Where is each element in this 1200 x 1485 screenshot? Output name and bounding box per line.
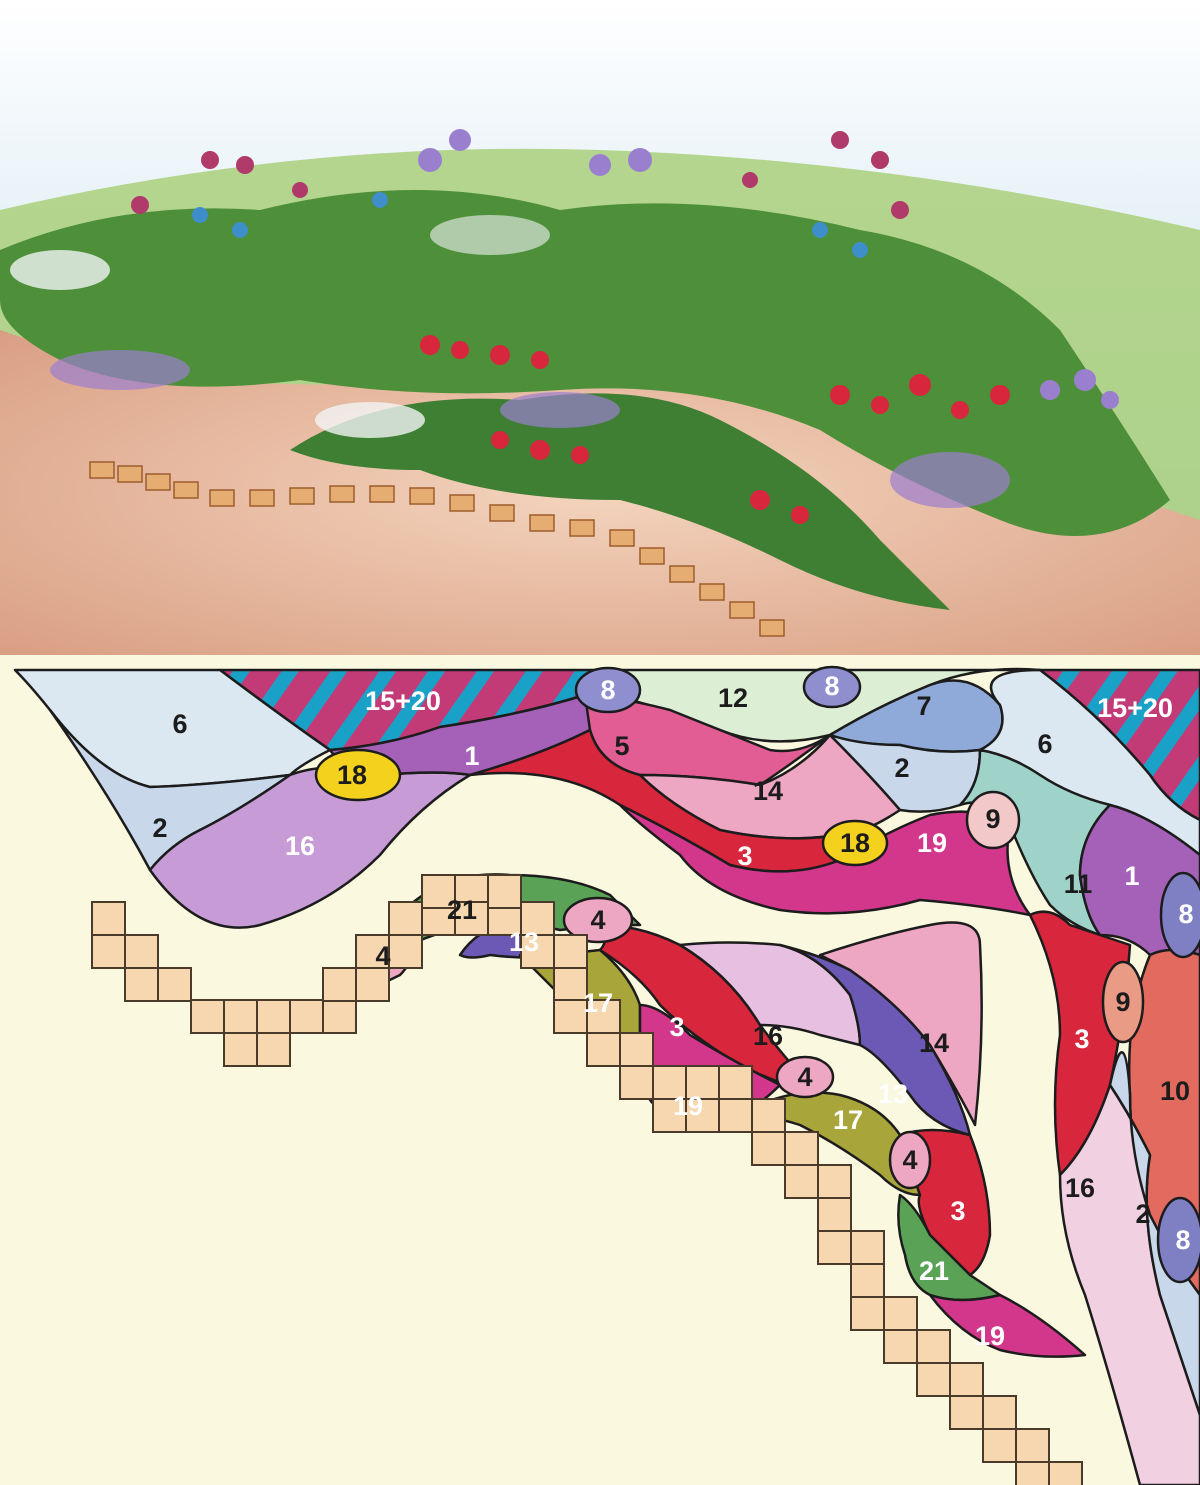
paver-block (851, 1297, 884, 1330)
label-7: 7 (916, 691, 931, 721)
paver-block (983, 1429, 1016, 1462)
label-19-bottom: 19 (975, 1321, 1005, 1351)
label-8-top-right: 8 (824, 671, 839, 701)
garden-bed-illustration (0, 0, 1200, 655)
paver-block (884, 1297, 917, 1330)
paver-block (917, 1330, 950, 1363)
paver-block (719, 1066, 752, 1099)
paver-block (818, 1165, 851, 1198)
label-16-lower: 16 (753, 1021, 783, 1051)
label-11: 11 (1064, 869, 1093, 899)
label-5: 5 (614, 731, 629, 761)
paver-block (851, 1231, 884, 1264)
paver-block (950, 1396, 983, 1429)
label-3-top: 3 (737, 841, 752, 871)
paver-block (884, 1330, 917, 1363)
paver-block (356, 968, 389, 1001)
label-4-a: 4 (590, 905, 605, 935)
label-14-top: 14 (753, 776, 783, 806)
paver-block (917, 1363, 950, 1396)
paver-block (1016, 1429, 1049, 1462)
label-15-20-right: 15+20 (1097, 693, 1173, 723)
label-18-mid: 18 (840, 828, 870, 858)
paver-block (323, 968, 356, 1001)
paver-block (1049, 1462, 1082, 1485)
paver-block (818, 1231, 851, 1264)
label-10: 10 (1160, 1076, 1190, 1106)
planting-plan-diagram: 6 2 16 15+20 18 1 8 5 12 8 7 6 15+20 14 … (0, 655, 1200, 1485)
paver-block (851, 1264, 884, 1297)
label-1-right: 1 (1124, 861, 1139, 891)
paver-block (125, 968, 158, 1001)
label-4-tip: 4 (375, 941, 390, 971)
paver-block (785, 1132, 818, 1165)
paver-block (983, 1396, 1016, 1429)
paver-block (620, 1033, 653, 1066)
paver-block (257, 1033, 290, 1066)
paver-block (224, 1033, 257, 1066)
paver-block (290, 1000, 323, 1033)
paver-block (950, 1363, 983, 1396)
paver-block (125, 935, 158, 968)
label-16-left: 16 (285, 831, 315, 861)
paver-block (1016, 1462, 1049, 1485)
paver-block (587, 1033, 620, 1066)
paver-block (323, 1000, 356, 1033)
paver-block (818, 1198, 851, 1231)
label-21-bottom: 21 (919, 1256, 949, 1286)
label-16-right: 16 (1065, 1173, 1095, 1203)
label-13-right: 13 (878, 1079, 908, 1109)
label-3-lower: 3 (669, 1012, 684, 1042)
label-14-lower: 14 (919, 1028, 949, 1058)
label-8-top-left: 8 (600, 675, 615, 705)
label-4-c: 4 (902, 1145, 917, 1175)
label-3-right: 3 (1074, 1024, 1089, 1054)
label-15-20-left: 15+20 (365, 686, 441, 716)
paver-block (488, 875, 521, 908)
label-6-right: 6 (1037, 729, 1052, 759)
paver-block (389, 935, 422, 968)
label-17-right: 17 (833, 1105, 863, 1135)
label-4-b: 4 (797, 1062, 812, 1092)
label-19-top: 19 (917, 828, 947, 858)
label-3-bottom: 3 (950, 1196, 965, 1226)
paver-block (257, 1000, 290, 1033)
paver-block (620, 1066, 653, 1099)
label-6-left: 6 (172, 709, 187, 739)
label-19-lower: 19 (673, 1091, 703, 1121)
paver-block (752, 1132, 785, 1165)
label-9-top: 9 (985, 804, 1000, 834)
paver-block (752, 1099, 785, 1132)
label-8-right: 8 (1178, 899, 1193, 929)
paver-block (389, 902, 422, 935)
paver-block (158, 968, 191, 1001)
label-2-mid: 2 (894, 753, 909, 783)
label-17-left: 17 (583, 988, 613, 1018)
label-9-right: 9 (1115, 987, 1130, 1017)
label-12: 12 (718, 683, 748, 713)
label-8-bottom-right: 8 (1175, 1225, 1190, 1255)
paver-block (224, 1000, 257, 1033)
label-13-left: 13 (509, 927, 539, 957)
label-2-left: 2 (152, 813, 167, 843)
paver-block (92, 935, 125, 968)
paver-block (785, 1165, 818, 1198)
paver-block (719, 1099, 752, 1132)
paver-block (191, 1000, 224, 1033)
paver-block (554, 935, 587, 968)
paver-block (92, 902, 125, 935)
label-18-left: 18 (337, 760, 367, 790)
label-2-right: 2 (1135, 1199, 1150, 1229)
label-21-top: 21 (447, 895, 477, 925)
label-1-top: 1 (464, 741, 479, 771)
